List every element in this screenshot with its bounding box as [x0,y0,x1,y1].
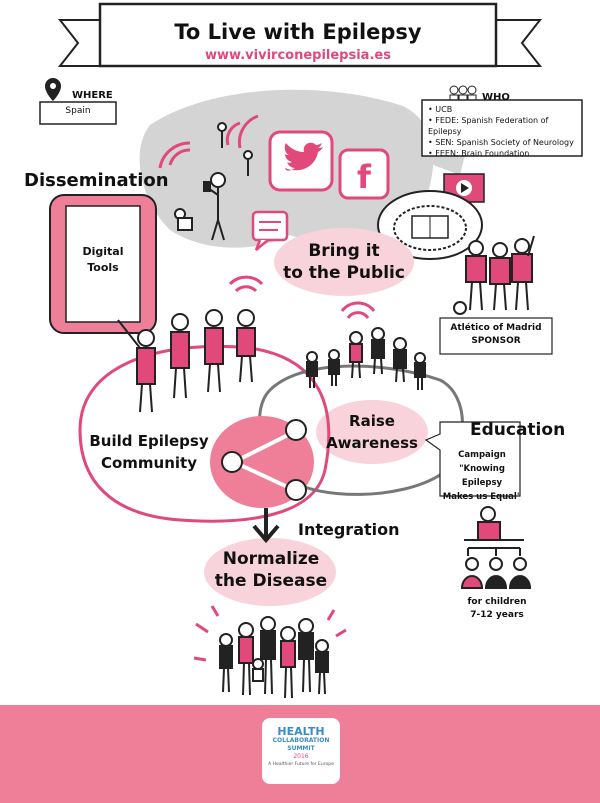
people-icon [449,85,477,104]
crowd-sparks [193,605,347,662]
logo-line-2: COLLABORATION [272,737,330,744]
share-icon [221,419,307,501]
awareness-line-1: Raise [349,412,395,430]
public-line-1: Bring it [308,241,380,261]
sponsor-line-2: SPONSOR [471,336,521,346]
tablet-line-2: Tools [87,261,119,274]
location-pin-icon [45,78,61,101]
facebook-icon: f [338,148,390,200]
public-bubble [274,228,414,296]
public-line-2: to the Public [283,263,405,283]
arrow-down-icon [252,508,280,544]
twitter-icon [268,130,334,192]
title-banner: To Live with Epilepsy www.vivirconepilep… [102,4,494,68]
tablet-icon [49,194,157,334]
signal-waves [158,114,376,319]
tablet-text: Digital Tools [66,244,140,276]
campaign-quote-1: "Knowing Epilepsy [459,464,505,488]
campaign-label: Campaign [458,450,506,460]
integration-heading: Integration [298,520,400,539]
stadium [377,190,483,260]
sponsor-text: Atlético of Madrid SPONSOR [440,322,552,348]
title-ribbon [57,2,543,68]
children-line-2: 7-12 years [470,610,524,620]
logo-line-3: SUMMIT [287,745,315,752]
summit-logo: HEALTH COLLABORATION SUMMIT 2016 A Healt… [262,718,340,784]
dissemination-heading: Dissemination [24,170,169,191]
awareness-text: Raise Awareness [318,410,426,454]
normalize-text: Normalize the Disease [206,548,336,592]
page-title: To Live with Epilepsy [174,20,422,44]
community-line-2: Community [100,454,198,472]
tablet-line-1: Digital [82,245,124,258]
awareness-bubble [316,400,428,464]
normalize-bubble [204,538,336,606]
campaign-text: Campaign "Knowing Epilepsy Makes us Equa… [440,448,524,504]
who-list: UCB FEDE: Spanish Federation of Epilepsy… [428,104,578,159]
where-box [39,101,117,125]
education-callout [424,421,521,497]
video-screen [443,173,485,203]
who-item: FEDE: Spanish Federation of Epilepsy [428,115,578,137]
who-label: WHO [482,92,510,103]
website-link[interactable]: www.vivirconepilepsia.es [205,48,391,63]
normalize-line-2: the Disease [214,571,328,591]
public-text: Bring it to the Public [274,240,414,284]
awareness-line-2: Awareness [326,434,418,452]
who-item: SEN: Spanish Society of Neurology [428,137,578,148]
sponsor-line-1: Atlético of Madrid [450,323,542,333]
football-players [453,235,535,315]
chat-bubble-icon [251,210,289,251]
phone-people [174,122,253,241]
bottom-crowd [219,616,329,699]
who-item: UCB [428,104,578,115]
logo-year: 2016 [293,753,309,760]
awareness-crowd [306,327,426,390]
community-people [117,309,256,413]
sponsor-box [439,317,553,355]
teacher-kids [460,506,532,589]
campaign-quote-2: Makes us Equal" [442,492,522,502]
normalize-line-1: Normalize [222,549,320,569]
where-label: WHERE [72,90,113,101]
community-circle [78,344,331,523]
logo-tagline: A Healthier Future for Europe [268,762,334,767]
education-heading: Education [470,420,566,440]
svg-text:f: f [357,158,372,196]
community-line-1: Build Epilepsy [89,432,209,450]
who-item: FEEN: Brain Foundation [428,148,578,159]
where-value: Spain [65,106,91,116]
logo-line-1: HEALTH [277,725,325,738]
community-text: Build Epilepsy Community [86,430,212,474]
children-text: for children 7-12 years [452,596,542,622]
children-line-1: for children [467,597,527,607]
